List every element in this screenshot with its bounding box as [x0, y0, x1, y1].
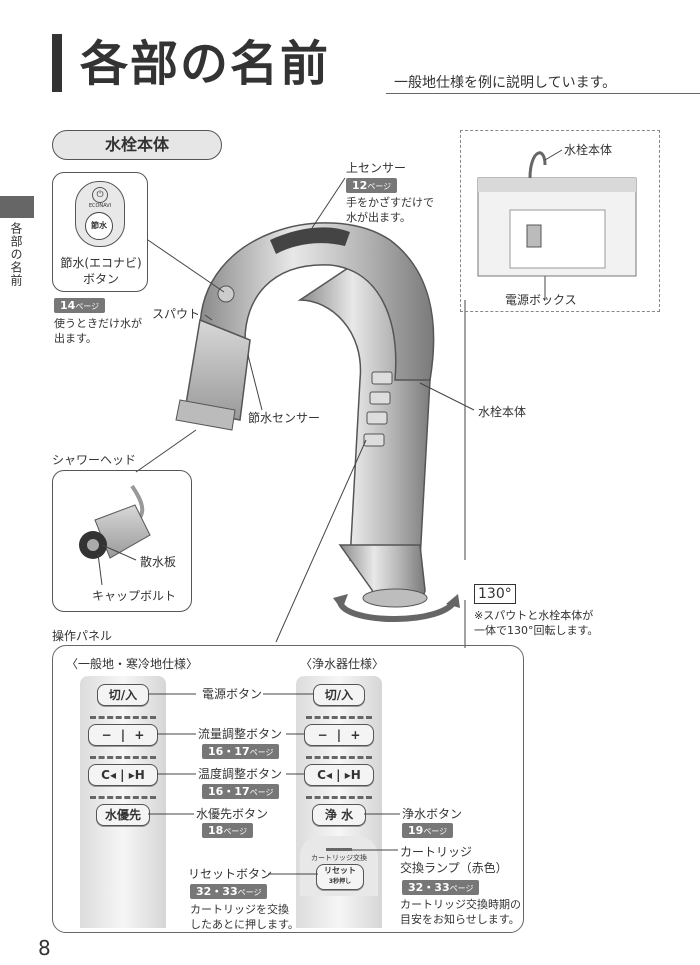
- divider: [306, 716, 372, 722]
- title-accent-bar: [52, 34, 62, 92]
- page-unit: ページ: [249, 788, 274, 797]
- eco-page-number: 14: [60, 299, 76, 312]
- spout-label: スパウト: [152, 307, 201, 321]
- cartridge-lamp-caption: カートリッジ交換: [311, 854, 367, 862]
- page-number: 8: [38, 936, 51, 960]
- divider: [90, 716, 156, 722]
- purify-page-number: 19: [408, 824, 424, 837]
- temperature-adjust-buttons-purifier[interactable]: C◂ | ▸H: [304, 764, 374, 786]
- side-index-label: 各部の名前: [9, 222, 23, 287]
- flow-minus-button[interactable]: −: [317, 728, 328, 742]
- top-sensor-note: 手をかざすだけで 水が出ます。: [346, 196, 434, 224]
- spray-plate-label: 散水板: [140, 555, 177, 569]
- reset-button-label: リセット: [324, 866, 356, 875]
- page-unit: ページ: [423, 827, 448, 836]
- water-save-sensor-label: 節水センサー: [248, 411, 321, 425]
- power-button[interactable]: 切/入: [97, 684, 149, 706]
- operation-panel-box: [52, 645, 524, 933]
- power-button-label: 電源ボタン: [202, 687, 263, 701]
- install-inset: [460, 130, 660, 312]
- page-unit: ページ: [75, 302, 100, 311]
- temperature-page-ref: 16・17ページ: [202, 784, 280, 799]
- page-subtitle: 一般地仕様を例に説明しています。: [394, 75, 617, 91]
- cap-bolt-label: キャップボルト: [92, 589, 177, 603]
- eco-note: 使うときだけ水が 出ます。: [54, 317, 142, 345]
- top-sensor-page-number: 12: [352, 179, 368, 192]
- reset-page-number: 32・33: [196, 885, 238, 898]
- power-icon: ⏻: [92, 187, 108, 203]
- flow-page-ref: 16・17ページ: [202, 744, 280, 759]
- temperature-page-number: 16・17: [208, 785, 250, 798]
- water-priority-button[interactable]: 水優先: [96, 804, 150, 826]
- power-button-purifier[interactable]: 切/入: [313, 684, 365, 706]
- divider: [306, 796, 372, 802]
- eco-button[interactable]: 節水: [85, 212, 113, 240]
- divider: [90, 756, 156, 762]
- flow-plus-button[interactable]: +: [350, 728, 361, 742]
- divider: [90, 796, 156, 802]
- temperature-button-label: 温度調整ボタン: [198, 767, 283, 781]
- flow-button-label: 流量調整ボタン: [198, 727, 283, 741]
- temperature-adjust-buttons[interactable]: C◂ | ▸H: [88, 764, 158, 786]
- flow-minus-button[interactable]: −: [101, 728, 112, 742]
- faucet-body-label: 水栓本体: [478, 405, 527, 419]
- page-unit: ページ: [223, 827, 248, 836]
- eco-button-label: 節水(エコナビ) ボタン: [60, 256, 142, 286]
- reset-note: カートリッジを交換 したあとに押します。: [190, 903, 299, 931]
- page-unit: ページ: [249, 748, 274, 757]
- cartridge-page-ref: 32・33ページ: [402, 880, 480, 895]
- operation-panel-label: 操作パネル: [52, 629, 113, 643]
- side-index-tab: [0, 196, 34, 218]
- eco-button-panel: ⏻ ECONAVI 節水: [75, 181, 125, 247]
- water-priority-page-ref: 18ページ: [202, 823, 254, 838]
- inset-power-box-label: 電源ボックス: [505, 293, 577, 307]
- rotation-note: ※スパウトと水栓本体が 一体で130°回転します。: [474, 609, 599, 637]
- purify-button[interactable]: 浄 水: [312, 804, 366, 826]
- reset-button-sub: 3秒押し: [328, 878, 352, 885]
- rotation-angle-badge: 130°: [474, 584, 516, 604]
- eco-page-ref: 14ページ: [54, 298, 106, 313]
- water-priority-page-number: 18: [208, 824, 224, 837]
- top-sensor-label: 上センサー: [346, 161, 407, 175]
- shower-head-label: シャワーヘッド: [52, 453, 137, 467]
- right-spec-heading: 〈浄水器仕様〉: [300, 657, 385, 671]
- purify-page-ref: 19ページ: [402, 823, 454, 838]
- reset-page-ref: 32・33ページ: [190, 884, 268, 899]
- reset-button-label-callout: リセットボタン: [188, 867, 273, 881]
- reset-button[interactable]: リセット 3秒押し: [316, 864, 364, 890]
- divider: [306, 756, 372, 762]
- page-unit: ページ: [449, 884, 474, 893]
- cartridge-note: カートリッジ交換時期の 目安をお知らせします。: [400, 898, 521, 926]
- cartridge-lamp: [326, 848, 352, 851]
- shower-head-inset: [52, 470, 192, 612]
- title-rule: [386, 93, 700, 94]
- purify-button-label: 浄水ボタン: [402, 807, 463, 821]
- flow-adjust-buttons-purifier[interactable]: − | +: [304, 724, 374, 746]
- cartridge-page-number: 32・33: [408, 881, 450, 894]
- section-heading: 水栓本体: [52, 130, 222, 160]
- eco-button-inset: ⏻ ECONAVI 節水 節水(エコナビ) ボタン: [52, 172, 148, 292]
- top-sensor-page-ref: 12ページ: [346, 178, 398, 193]
- flow-plus-button[interactable]: +: [134, 728, 145, 742]
- water-priority-label: 水優先ボタン: [196, 807, 269, 821]
- flow-page-number: 16・17: [208, 745, 250, 758]
- eco-button-logo: ECONAVI: [88, 203, 112, 209]
- flow-adjust-buttons[interactable]: − | +: [88, 724, 158, 746]
- inset-faucet-label: 水栓本体: [564, 143, 613, 157]
- page-title: 各部の名前: [80, 36, 331, 92]
- left-spec-heading: 〈一般地・寒冷地仕様〉: [66, 657, 199, 671]
- page-unit: ページ: [367, 182, 392, 191]
- page-unit: ページ: [237, 888, 262, 897]
- cartridge-lamp-label: カートリッジ 交換ランプ（赤色）: [400, 845, 508, 875]
